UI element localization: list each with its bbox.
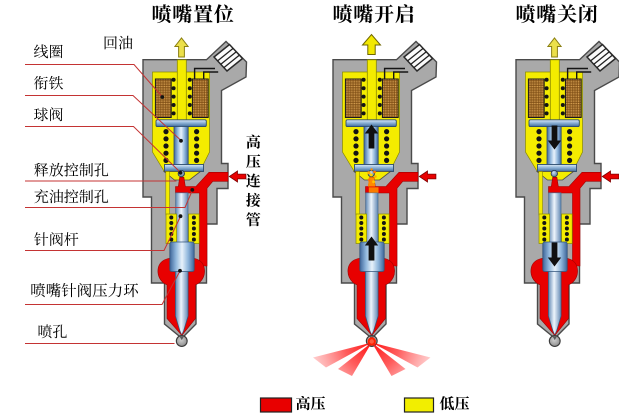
state-title-closed (516, 4, 597, 24)
legend-label-low-pressure (439, 396, 470, 411)
leader-line-ball-valve (25, 126, 183, 175)
label-armature (34, 75, 64, 90)
fuel-spray (313, 337, 431, 376)
injector-open (313, 33, 438, 376)
fuel-flow-turbulence (367, 168, 379, 193)
return-flow-up-arrow-icon (546, 37, 563, 58)
leader-line-nozzle-needle-pressure-ring (25, 268, 182, 305)
injector-closed (515, 37, 619, 348)
legend-swatch-low-pressure (403, 397, 435, 413)
motion-arrow-icon (364, 236, 379, 261)
label-coil (34, 44, 63, 59)
label-ball-valve (34, 107, 63, 122)
part-leader-lines (25, 64, 195, 344)
label-spray-hole (38, 324, 67, 339)
injector-seated (142, 37, 248, 348)
label-return-oil (104, 35, 133, 50)
leader-line-fill-control-orifice (25, 188, 195, 208)
diagram-text (31, 4, 597, 411)
return-flow-up-arrow-icon (173, 37, 190, 58)
return-flow-up-arrow-icon (361, 33, 382, 55)
label-nozzle-needle-pressure-ring (31, 282, 139, 298)
legend-swatch-high-pressure (259, 397, 293, 413)
legend-label-high-pressure (296, 395, 326, 411)
leader-line-armature (25, 95, 183, 143)
leader-line-coil (25, 64, 165, 99)
state-title-seated (152, 4, 234, 24)
label-fill-control-orifice (34, 189, 109, 204)
legend (259, 397, 435, 413)
leader-line-needle-valve-rod (25, 214, 183, 251)
state-title-open (333, 4, 414, 24)
motion-arrow-icon (547, 125, 562, 150)
label-release-control-orifice (34, 162, 109, 177)
label-high-pressure-pipe (246, 134, 261, 227)
motion-arrow-icon (364, 124, 379, 149)
label-needle-valve-rod (34, 232, 79, 246)
motion-arrow-icon (547, 242, 562, 267)
